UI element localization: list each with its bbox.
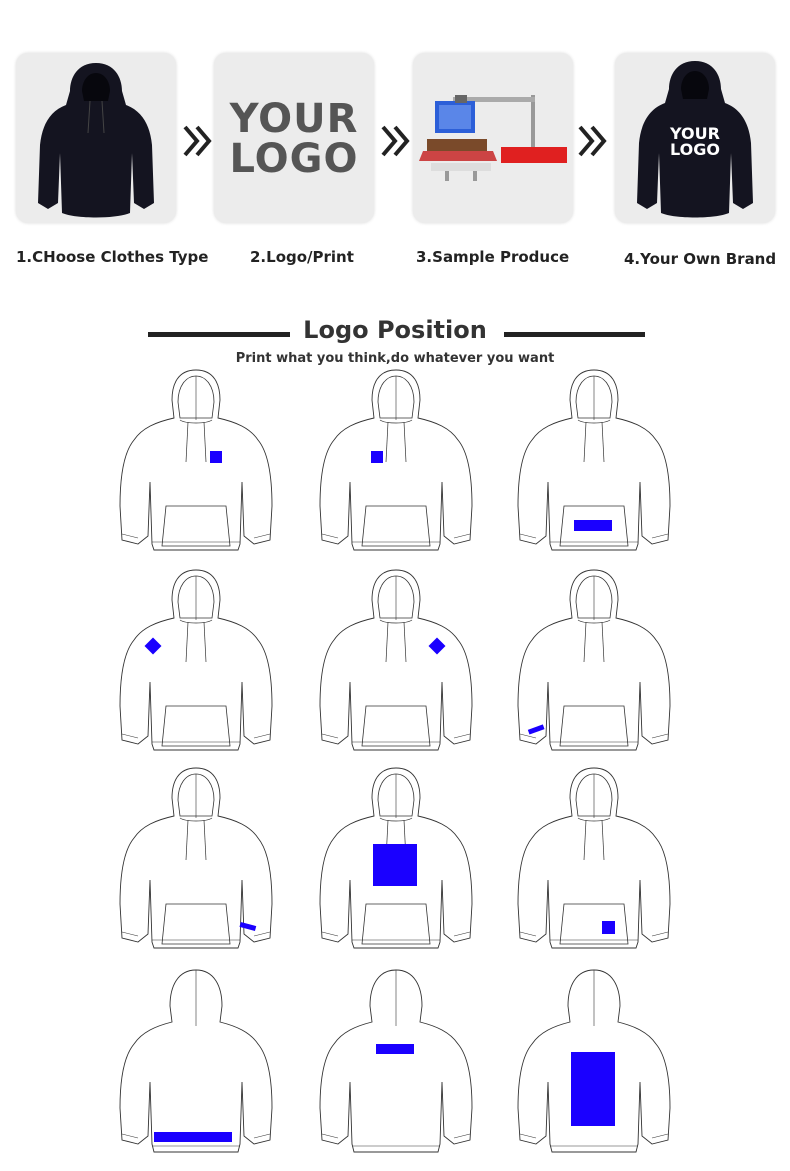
hoodie-outline [319, 969, 473, 1153]
black-hoodie-photo [38, 63, 154, 218]
hoodie-front-left-shoulder [316, 566, 476, 761]
hoodie-front-right-cuff [514, 566, 674, 761]
double-chevron-right-icon [183, 125, 212, 157]
hoodie-front-center-chest-large [316, 764, 476, 959]
step-1-label: 1.CHoose Clothes Type [16, 248, 209, 266]
brand-logo-line-2: LOGO [670, 140, 720, 159]
step-3-image-card [413, 53, 573, 223]
title-divider-right [504, 332, 645, 337]
brand-logo-line-1: YOUR [670, 124, 720, 143]
step-2-label: 2.Logo/Print [250, 248, 354, 266]
hoodie-outline [517, 569, 671, 751]
hoodie-outline [517, 767, 671, 949]
section-title: Logo Position [303, 316, 487, 344]
hoodie-outline [517, 369, 671, 551]
hoodie-outline [119, 767, 273, 949]
logo-text-line-2: LOGO [229, 136, 359, 182]
logo-placement-mark [428, 637, 446, 655]
step-4-image-card: YOUR LOGO [615, 53, 775, 223]
logo-placement-mark [371, 451, 383, 463]
logo-placement-mark [210, 451, 222, 463]
hoodie-front-right-chest [316, 366, 476, 561]
step-4-label: 4.Your Own Brand [624, 250, 777, 268]
hoodie-back-back-center-large [514, 966, 674, 1161]
logo-placement-mark [574, 520, 612, 531]
hoodie-back-back-neck [316, 966, 476, 1161]
title-divider-left [148, 332, 290, 337]
logo-placement-mark [571, 1052, 615, 1126]
hoodie-front-pocket [514, 366, 674, 561]
step-1-image-card [16, 53, 176, 223]
double-chevron-right-icon [381, 125, 410, 157]
hoodie-front-right-shoulder [116, 566, 276, 761]
logo-placement-mark [239, 921, 257, 931]
logo-placement-mark [144, 637, 162, 655]
logo-placement-mark [602, 921, 615, 934]
hoodie-outline [319, 369, 473, 551]
hoodie-outline [119, 969, 273, 1153]
logo-placement-mark [154, 1132, 232, 1142]
logo-text-line-1: YOUR [229, 96, 359, 142]
heat-press-machine-photo [419, 95, 567, 181]
section-subtitle: Print what you think,do whatever you wan… [235, 351, 555, 366]
step-3-label: 3.Sample Produce [416, 248, 570, 266]
hoodie-front-pocket-corner [514, 764, 674, 959]
branded-hoodie-photo [637, 61, 753, 218]
logo-placement-mark [527, 724, 545, 735]
double-chevron-right-icon [578, 125, 607, 157]
hoodie-front-left-chest [116, 366, 276, 561]
hoodie-outline [119, 369, 273, 551]
logo-placement-mark [373, 844, 417, 886]
hoodie-outline [319, 569, 473, 751]
hoodie-back-back-hem [116, 966, 276, 1161]
step-2-image-card: YOUR LOGO [214, 53, 374, 223]
logo-placement-mark [376, 1044, 414, 1054]
hoodie-front-left-cuff [116, 764, 276, 959]
hoodie-outline [119, 569, 273, 751]
